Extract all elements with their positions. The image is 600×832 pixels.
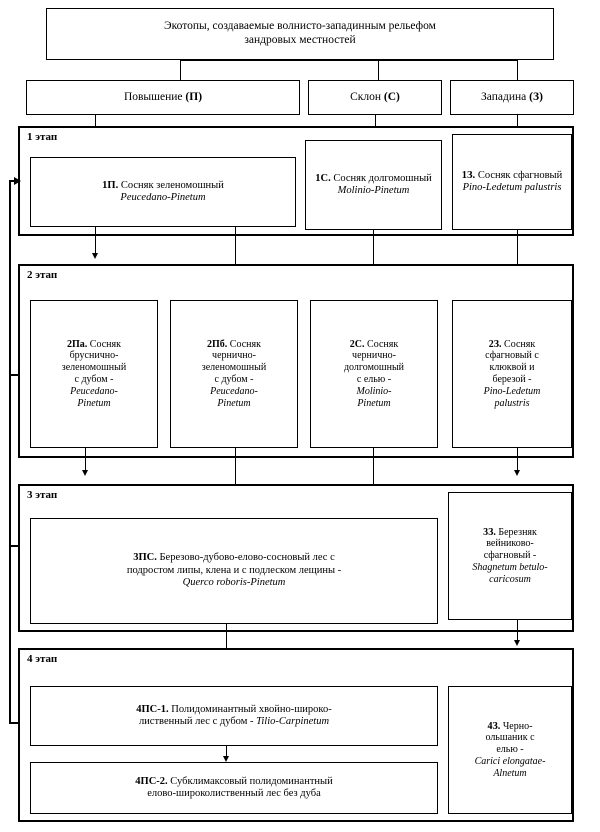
feedback-stub-stage4: [9, 722, 20, 724]
title-connector-stem-z: [517, 60, 518, 80]
relief-code-sklon: (С): [383, 90, 400, 103]
node-1S-name: Сосняк долгомошный: [333, 172, 432, 184]
node-1Z-latin: Pino-Ledetum palustris: [462, 182, 562, 193]
feedback-stub-stage3: [9, 545, 20, 547]
stage-label-4: 4 этап: [27, 653, 58, 665]
relief-box-sklon: Склон (С): [308, 80, 442, 115]
drop-3Z-to-4Z: [517, 620, 518, 642]
node-3PS-latin: Querco roboris-Pinetum: [182, 577, 286, 589]
node-1P: 1П. Сосняк зеленомошный Peucedano-Pinetu…: [30, 157, 296, 227]
node-1P-latin: Peucedano-Pinetum: [120, 192, 206, 203]
drop-1P-to-2Pb: [235, 227, 236, 300]
relief-box-zapadina: Западина (З): [450, 80, 574, 115]
node-4PS-1: 4ПС-1. Полидоминантный хвойно-широко-лис…: [30, 686, 438, 746]
node-2S-latin: Molinio-Pinetum: [356, 385, 392, 409]
node-3PS: 3ПС. Березово-дубово-елово-сосновый лес …: [30, 518, 438, 624]
node-4PS-2-code: 4ПС-2.: [135, 775, 168, 787]
drop-4PS1-to-4PS2: [226, 746, 227, 758]
title-connector-stem-s: [378, 60, 379, 80]
arrowhead-3Z-to-4Z: [514, 640, 520, 646]
drop-2Pa-to-stage3: [85, 448, 86, 472]
node-4PS-1-code: 4ПС-1.: [136, 703, 169, 715]
node-3PS-code: 3ПС.: [133, 552, 157, 564]
relief-box-povyshenie: Повышение (П): [26, 80, 300, 115]
node-2S-code: 2С.: [349, 338, 365, 350]
stage-label-1: 1 этап: [27, 131, 58, 143]
node-1P-code: 1П.: [102, 179, 119, 191]
relief-label-sklon: Склон: [350, 90, 382, 103]
feedback-arrow-line-stage1: [9, 180, 18, 182]
node-1S-code: 1С.: [315, 172, 331, 184]
arrowhead-4PS1-to-4PS2: [223, 756, 229, 762]
node-3Z-latin: Shagnetum betulo-caricosum: [472, 561, 548, 585]
relief-code-povyshenie: (П): [185, 90, 203, 103]
node-2Pa-latin: Peucedano-Pinetum: [70, 385, 118, 409]
node-1P-name: Сосняк зеленомошный: [120, 179, 224, 191]
drop-2Pb-to-3PS: [235, 448, 236, 518]
title-connector-stem-p: [180, 60, 181, 80]
node-2Pb-code: 2Пб.: [207, 338, 228, 350]
arrowhead-2Z-to-3Z: [514, 470, 520, 476]
relief-label-povyshenie: Повышение: [123, 90, 183, 103]
stage-label-3: 3 этап: [27, 489, 58, 501]
node-4PS-1-latin: Tilio-Carpinetum: [256, 716, 330, 727]
drop-2Z-to-3Z: [517, 448, 518, 472]
relief-label-zapadina: Западина: [481, 90, 527, 103]
drop-zapadina-to-stage1: [517, 115, 518, 135]
node-1Z-code: 1З.: [461, 169, 476, 181]
title-line-2: зандровых местностей: [244, 34, 356, 46]
node-2Pb-latin: Peucedano-Pinetum: [210, 385, 258, 409]
feedback-line-vertical: [9, 180, 11, 723]
relief-code-zapadina: (З): [529, 90, 543, 103]
feedback-arrowhead-stage1: [14, 177, 21, 185]
stage-label-2: 2 этап: [27, 269, 58, 281]
arrowhead-1P-to-2Pa: [92, 253, 98, 259]
drop-2S-to-3PS: [373, 448, 374, 518]
title-box: Экотопы, создаваемые волнисто-западинным…: [46, 8, 554, 60]
node-1Z: 1З. Сосняк сфагновый Pino-Ledetum palust…: [452, 134, 572, 230]
node-1S: 1С. Сосняк долгомошный Molinio-Pinetum: [305, 140, 442, 230]
node-4Z-code: 4З.: [487, 720, 501, 732]
node-4PS-1-name: Полидоминантный хвойно-широко-лиственный…: [138, 703, 332, 727]
node-1S-latin: Molinio-Pinetum: [337, 185, 410, 196]
node-1Z-name: Сосняк сфагновый: [477, 169, 563, 181]
title-line-1: Экотопы, создаваемые волнисто-западинным…: [164, 20, 436, 33]
node-2Z-code: 2З.: [488, 338, 502, 350]
drop-1P-to-2Pa: [95, 227, 96, 255]
title-connector-horizontal: [180, 60, 518, 61]
arrowhead-2Pa-to-stage3: [82, 470, 88, 476]
feedback-stub-stage2: [9, 374, 20, 376]
node-3Z-code: 3З.: [483, 526, 496, 538]
node-4Z-latin: Carici elongatae-Alnetum: [474, 755, 546, 779]
node-2Pa-code: 2Па.: [67, 338, 88, 350]
